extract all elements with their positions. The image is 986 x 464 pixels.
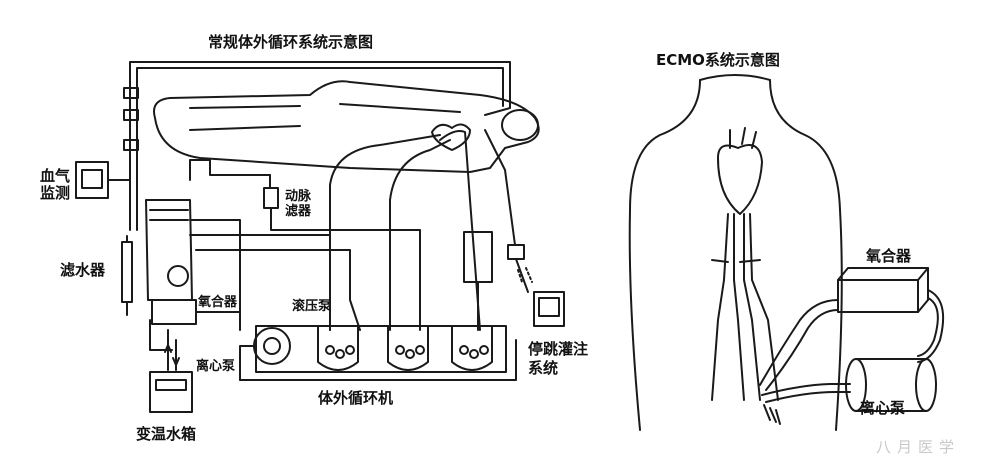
arterial-filter-unit [263,187,279,209]
oxygenator-unit [151,299,197,325]
centrifugal-pump-unit [253,327,291,365]
label-ecmo-oxygenator: 氧合器 [866,247,912,265]
cardioplegia-bag [463,231,493,283]
label-cardioplegia: 停跳灌注系统 [528,340,589,377]
top-circuit-tube [129,61,511,231]
roller-pumps [317,325,493,371]
label-hemofilter: 滤水器 [60,261,106,279]
cpb-diagram-title: 常规体外循环系统示意图 [208,33,374,51]
label-blood-gas-monitor: 血气监测 [40,167,71,203]
label-ecmo-centrifugal-pump: 离心泵 [860,399,906,417]
heart-large [717,144,763,215]
label-centrifugal-pump: 离心泵 [196,359,236,374]
blood-gas-monitor [75,161,109,199]
ecmo-pump-cylinder [845,358,937,412]
ecmo-oxygenator-box [837,267,929,313]
patient-body [153,80,540,173]
heart-small [431,123,471,151]
patient-head [501,109,539,141]
label-cpb-machine: 体外循环机 [318,389,394,407]
cpb-machine-base [255,325,507,373]
hemofilter [121,241,133,303]
ecmo-diagram-title: ECMO系统示意图 [656,51,780,69]
heater-cooler-unit [149,371,193,413]
watermark: 八月医学 [876,438,961,456]
reservoir [145,199,193,301]
label-oxygenator: 氧合器 [198,295,238,310]
label-heater-cooler: 变温水箱 [136,425,197,443]
torso-outline [628,79,701,431]
cardioplegia-monitor [533,291,565,327]
aorta-vessel [711,213,729,401]
label-roller-pump: 滚压泵 [292,299,332,314]
label-arterial-filter: 动脉滤器 [285,189,312,219]
